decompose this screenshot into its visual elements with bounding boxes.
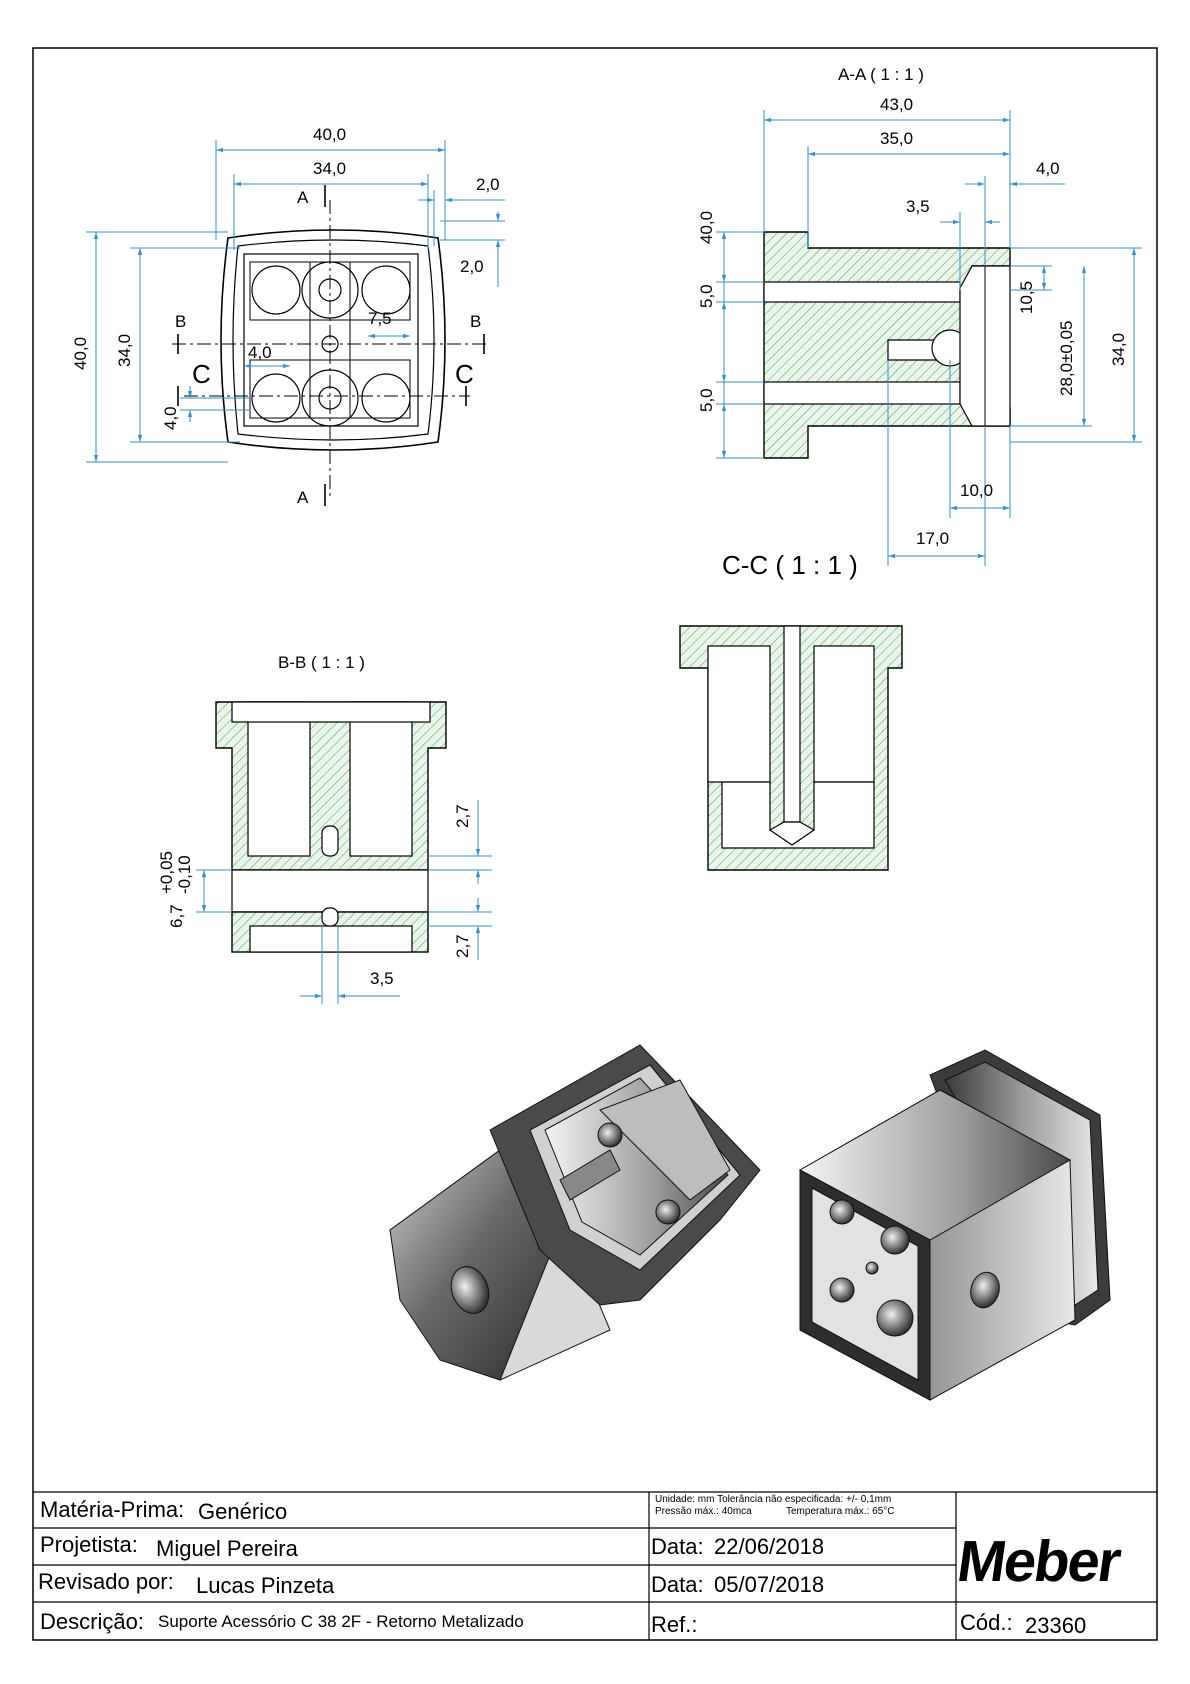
description-value: Suporte Acessório C 38 2F - Retorno Meta…	[158, 1612, 524, 1631]
section-aa-body	[763, 231, 1011, 459]
sheet-border	[32, 47, 1158, 1641]
section-b-right-label: B	[470, 312, 481, 331]
dim-aa-34: 34,0	[1109, 333, 1128, 366]
dim-aa-17: 17,0	[916, 529, 949, 548]
dim-bb-6-7: 6,7	[167, 904, 186, 928]
section-cc-body	[679, 625, 903, 871]
render-3d-left	[389, 1044, 761, 1381]
dim-front-4-v: 4,0	[161, 406, 180, 430]
dim-aa-10: 10,0	[960, 481, 993, 500]
dim-bb-2-7-top: 2,7	[453, 804, 472, 828]
dim-aa-35: 35,0	[880, 129, 913, 148]
code-value: 23360	[1025, 1613, 1087, 1638]
dim-bb-tol-plus: +0,05	[157, 851, 176, 894]
section-bb-body	[215, 701, 447, 953]
section-c-right-label: C	[455, 359, 474, 389]
material-label: Matéria-Prima:	[40, 1497, 185, 1522]
brand-logo: Meber	[953, 1529, 1124, 1594]
render-3d-right	[798, 1049, 1111, 1401]
section-bb-dimensions	[196, 800, 492, 1004]
dim-aa-5-bottom: 5,0	[697, 388, 716, 412]
front-view: A A B B C C	[172, 185, 490, 507]
ref-label: Ref.:	[651, 1612, 698, 1637]
reviewer-value: Lucas Pinzeta	[196, 1573, 335, 1598]
dim-front-2-top: 2,0	[476, 175, 500, 194]
notes-line2: Pressão máx.: 40mca	[655, 1506, 752, 1517]
dim-front-7-5: 7,5	[368, 309, 392, 328]
designer-value: Miguel Pereira	[156, 1536, 298, 1561]
notes-line1: Unidade: mm Tolerância não especificada:…	[655, 1494, 892, 1505]
title-block-grid	[33, 1491, 1157, 1640]
dim-aa-28: 28,0±0,05	[1057, 320, 1076, 396]
dim-bb-tol-minus: -0,10	[175, 855, 194, 894]
front-dimensions	[86, 140, 505, 463]
section-bb-title: B-B ( 1 : 1 )	[278, 653, 365, 672]
section-a-top-label: A	[297, 188, 309, 207]
dim-front-height-40: 40,0	[71, 337, 90, 370]
dim-aa-4: 4,0	[1036, 159, 1060, 178]
dim-front-height-34: 34,0	[115, 334, 134, 367]
dim-aa-43: 43,0	[880, 95, 913, 114]
notes-line3: Temperatura máx.: 65°C	[786, 1506, 895, 1517]
date2-label: Data:	[651, 1572, 704, 1597]
code-label: Cód.:	[960, 1610, 1013, 1635]
section-b-left-label: B	[175, 312, 186, 331]
date1-label: Data:	[651, 1534, 704, 1559]
dim-front-2-right: 2,0	[460, 257, 484, 276]
section-c-left-label: C	[192, 359, 211, 389]
dim-bb-3-5: 3,5	[370, 969, 394, 988]
date2-value: 05/07/2018	[714, 1572, 825, 1597]
material-value: Genérico	[198, 1499, 288, 1524]
dim-aa-40: 40,0	[697, 211, 716, 244]
section-cc-title: C-C ( 1 : 1 )	[722, 550, 858, 580]
dim-front-width-34: 34,0	[313, 159, 346, 178]
description-label: Descrição:	[40, 1609, 144, 1634]
date1-value: 22/06/2018	[714, 1534, 825, 1559]
dim-bb-2-7-bottom: 2,7	[453, 934, 472, 958]
section-a-bottom-label: A	[297, 488, 309, 507]
dim-front-4-h: 4,0	[248, 343, 272, 362]
section-aa-dimensions	[716, 110, 1142, 566]
reviewer-label: Revisado por:	[38, 1569, 174, 1594]
dim-aa-3-5: 3,5	[906, 197, 930, 216]
dim-aa-10-5: 10,5	[1017, 281, 1036, 314]
designer-label: Projetista:	[40, 1532, 138, 1557]
section-aa-title: A-A ( 1 : 1 )	[838, 65, 924, 84]
dim-aa-5-top: 5,0	[697, 284, 716, 308]
dim-front-width-40: 40,0	[313, 125, 346, 144]
